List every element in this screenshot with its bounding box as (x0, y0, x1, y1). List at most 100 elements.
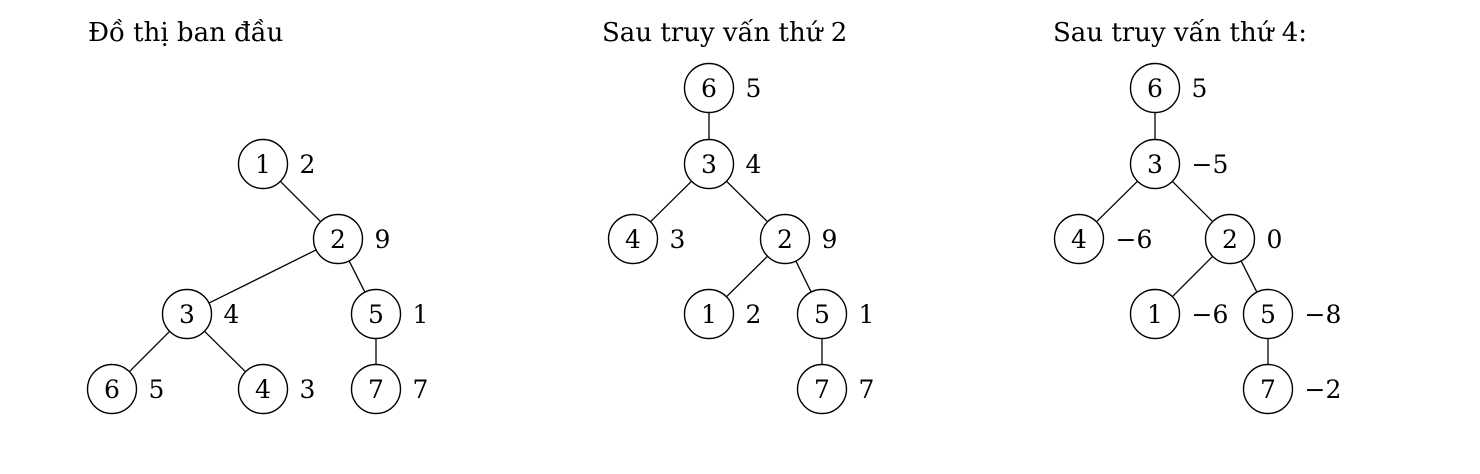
edge-2-5 (1240, 260, 1258, 293)
node-id-label: 2 (777, 225, 793, 254)
node-circle (1129, 138, 1181, 190)
node-weight-label: −8 (1305, 300, 1342, 329)
edge-3-4 (649, 180, 693, 223)
node-id-label: 4 (255, 375, 271, 404)
node-weight-label: 4 (224, 300, 240, 329)
node-id-label: 3 (179, 300, 195, 329)
node-circle (796, 363, 848, 415)
node-weight-label: 9 (375, 225, 391, 254)
tree-node-5: 5 −8 (1242, 288, 1342, 340)
node-circle (237, 363, 289, 415)
node-circle (1129, 288, 1181, 340)
node-circle (237, 138, 289, 190)
tree-node-1: 1 −6 (1129, 288, 1229, 340)
node-weight-label: 5 (1192, 74, 1208, 103)
edge-2-5 (348, 260, 366, 293)
edge-2-1 (725, 255, 769, 298)
node-id-label: 5 (814, 300, 830, 329)
node-id-label: 3 (701, 150, 717, 179)
node-circle (1204, 213, 1256, 265)
node-circle (796, 288, 848, 340)
node-weight-label: 1 (413, 300, 429, 329)
node-id-label: 6 (701, 74, 717, 103)
node-weight-label: −6 (1192, 300, 1229, 329)
tree-node-3: 3 −5 (1129, 138, 1229, 190)
node-weight-label: 2 (300, 150, 316, 179)
node-circle (350, 363, 402, 415)
panel-title-after-query-4: Sau truy vấn thứ 4: (1053, 18, 1307, 48)
edge-3-4 (203, 330, 247, 373)
node-weight-label: 4 (746, 150, 762, 179)
panel-title-after-query-2: Sau truy vấn thứ 2 (602, 18, 847, 48)
node-circle (86, 363, 138, 415)
tree-node-7: 7−2 (1242, 363, 1341, 415)
node-circle (607, 213, 659, 265)
node-weight-label: 5 (746, 74, 762, 103)
node-circle (312, 213, 364, 265)
node-id-label: 7 (814, 375, 830, 404)
node-circle (350, 288, 402, 340)
edge-2-1 (1171, 255, 1214, 298)
node-weight-label: 7 (859, 375, 875, 404)
node-weight-label: −6 (1116, 225, 1153, 254)
node-weight-label: 3 (300, 375, 316, 404)
node-circle (161, 288, 213, 340)
node-id-label: 3 (1147, 150, 1163, 179)
node-circle (1242, 363, 1294, 415)
panel-title-initial: Đồ thị ban đầu (88, 18, 283, 48)
node-weight-label: −5 (1192, 150, 1229, 179)
node-id-label: 1 (701, 300, 717, 329)
edge-3-2 (725, 180, 769, 223)
node-weight-label: 2 (746, 300, 762, 329)
node-circle (759, 213, 811, 265)
node-weight-label: 7 (413, 375, 429, 404)
node-id-label: 4 (625, 225, 641, 254)
node-id-label: 5 (368, 300, 384, 329)
node-circle (683, 138, 735, 190)
node-circle (1129, 62, 1181, 114)
edge-3-6 (128, 330, 171, 373)
node-id-label: 7 (1260, 375, 1276, 404)
node-weight-label: 9 (822, 225, 838, 254)
node-weight-label: 3 (670, 225, 686, 254)
node-id-label: 4 (1071, 225, 1087, 254)
tree-node-4: 4 −6 (1053, 213, 1153, 265)
node-id-label: 6 (1147, 74, 1163, 103)
node-weight-label: 1 (859, 300, 875, 329)
node-id-label: 7 (368, 375, 384, 404)
edge-3-4 (1095, 180, 1139, 223)
edge-3-2 (1171, 180, 1214, 223)
node-weight-label: 5 (149, 375, 165, 404)
node-circle (683, 62, 735, 114)
node-id-label: 1 (1147, 300, 1163, 329)
node-circle (683, 288, 735, 340)
node-id-label: 1 (255, 150, 271, 179)
node-id-label: 5 (1260, 300, 1276, 329)
edge-2-3 (208, 249, 317, 304)
node-id-label: 6 (104, 375, 120, 404)
node-id-label: 2 (1222, 225, 1238, 254)
edges-layer (128, 112, 1269, 373)
node-weight-label: 0 (1267, 225, 1283, 254)
node-id-label: 2 (330, 225, 346, 254)
edge-1-2 (279, 180, 322, 223)
edge-2-5 (795, 260, 812, 293)
node-circle (1053, 213, 1105, 265)
node-circle (1242, 288, 1294, 340)
